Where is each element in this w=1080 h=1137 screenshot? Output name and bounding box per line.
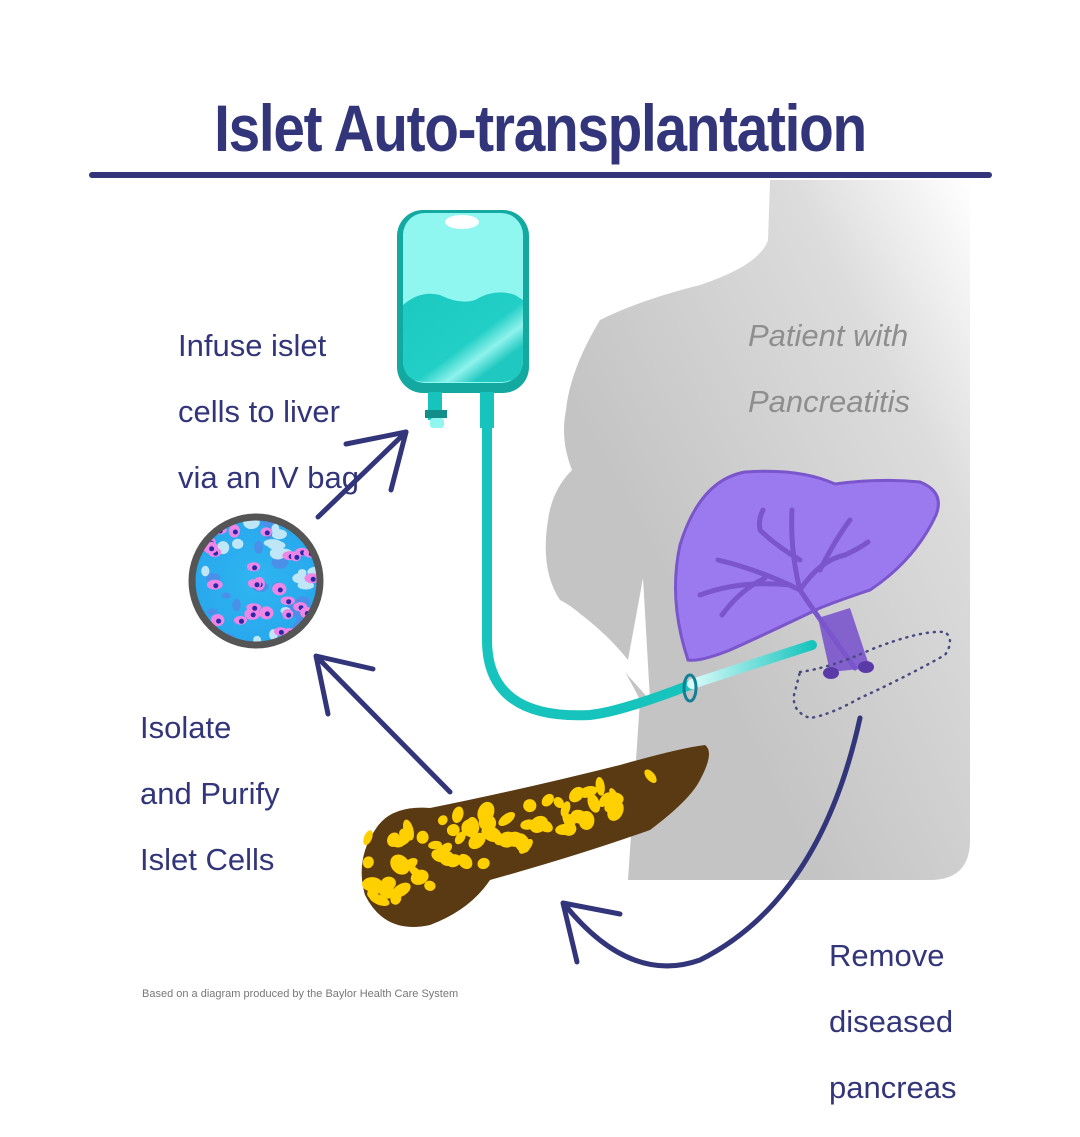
islet-cells-icon — [188, 513, 324, 649]
isolate-label-line-2: and Purify — [140, 776, 280, 811]
cell-nucleus — [232, 529, 238, 535]
pancreas-lobule — [587, 793, 601, 813]
cell-nucleus — [294, 554, 300, 560]
pancreas-lobule — [602, 792, 624, 807]
cell-background — [271, 523, 280, 535]
isolate-label: Isolate and Purify Islet Cells — [140, 678, 280, 909]
pancreas-lobule — [378, 880, 389, 896]
cell-background — [201, 565, 210, 577]
pancreas-lobule — [424, 880, 436, 891]
pancreas-lobule — [454, 831, 466, 845]
page-title: Islet Auto-transplantation — [214, 91, 867, 165]
cell-background — [297, 581, 314, 590]
isolate-label-line-1: Isolate — [140, 710, 232, 745]
patient-label-line-1: Patient with — [748, 318, 909, 353]
cell-background — [271, 556, 289, 569]
remove-label-line-1: Remove — [829, 938, 945, 973]
infuse-label-line-3: via an IV bag — [178, 460, 359, 495]
pancreas-lobule — [529, 815, 548, 833]
pancreas-lobule — [595, 776, 605, 796]
cell-background — [221, 592, 231, 599]
pancreas-lobule — [399, 828, 414, 841]
cell-nucleus — [254, 582, 260, 588]
diagram-canvas — [188, 180, 970, 969]
cell-nucleus — [286, 599, 292, 605]
cell-background — [267, 540, 286, 550]
cell-nucleus — [213, 583, 219, 589]
credit-text: Based on a diagram produced by the Baylo… — [142, 988, 459, 1000]
infuse-arrow — [315, 429, 409, 520]
pancreas-lobule — [569, 786, 585, 803]
cell-background — [232, 598, 241, 612]
pancreas-lobule — [416, 830, 429, 844]
pancreas-lobule — [446, 824, 460, 837]
pancreas-lobule — [498, 811, 515, 827]
tube-clamp-ring — [682, 673, 698, 703]
iv-tube-end — [687, 640, 817, 689]
remove-label-line-2: diseased — [829, 1004, 954, 1039]
cell-background — [306, 526, 319, 540]
infuse-label: Infuse islet cells to liver via an IV ba… — [178, 296, 359, 527]
cell-background — [292, 573, 309, 584]
pancreas-lobule — [457, 853, 473, 870]
cell-background — [269, 547, 286, 560]
remove-arrow-head — [560, 900, 623, 965]
patient-armpit-notch — [560, 578, 650, 700]
cell-nucleus — [286, 612, 292, 618]
pancreas-lobule — [363, 830, 373, 846]
cell-nucleus — [264, 530, 270, 536]
title-divider — [89, 172, 992, 178]
remove-label-line-3: pancreas — [829, 1070, 957, 1105]
cell-nucleus — [278, 629, 284, 635]
pancreas-lobule — [523, 799, 537, 813]
removed-pancreas-outline — [792, 630, 952, 720]
infuse-label-line-1: Infuse islet — [178, 328, 327, 363]
pancreas-lobule — [437, 844, 451, 859]
pancreas-lobule — [494, 835, 512, 846]
pancreas-lobule — [437, 815, 448, 826]
pancreas-lobule — [452, 806, 464, 823]
infuse-label-line-2: cells to liver — [178, 394, 340, 429]
cell-nucleus — [239, 618, 244, 624]
pancreas-lobule — [390, 854, 410, 875]
cell-nucleus — [252, 565, 258, 571]
isolate-label-line-3: Islet Cells — [140, 842, 275, 877]
remove-arrow[interactable] — [562, 715, 863, 969]
cell-nucleus — [264, 611, 270, 617]
iv-tube — [482, 420, 695, 721]
isolate-arrow — [313, 653, 453, 795]
cell-nucleus — [252, 605, 258, 611]
patient-label: Patient with Pancreatitis — [748, 286, 910, 451]
pancreas-lobule — [391, 882, 411, 898]
pancreas-lobule — [465, 817, 479, 838]
pancreas-lobule — [570, 809, 588, 824]
cell-background — [232, 538, 244, 550]
cell-nucleus — [216, 618, 222, 624]
cell-nucleus — [310, 576, 316, 582]
cell-background — [206, 608, 218, 615]
liver-icon — [674, 469, 940, 679]
pancreas-lobule — [477, 857, 490, 870]
cell-nucleus — [250, 612, 256, 618]
pancreas-lobule — [541, 793, 554, 807]
cell-nucleus — [209, 546, 215, 552]
patient-label-line-2: Pancreatitis — [748, 384, 910, 419]
pancreas-lobule — [362, 856, 374, 869]
pancreas-lobule — [478, 814, 497, 832]
pancreas-lobule — [553, 797, 564, 808]
pancreas-lobule — [644, 769, 657, 783]
cell-background — [254, 540, 264, 554]
iv-bag-icon — [397, 210, 529, 428]
pancreas-lobule — [367, 886, 380, 899]
cell-nucleus — [277, 587, 283, 593]
pancreas-icon — [361, 745, 709, 927]
remove-label: Remove diseased pancreas — [829, 906, 957, 1137]
pancreas-lobule — [408, 865, 424, 880]
pancreas-lobule — [518, 838, 533, 854]
pancreas-lobule — [391, 839, 405, 848]
